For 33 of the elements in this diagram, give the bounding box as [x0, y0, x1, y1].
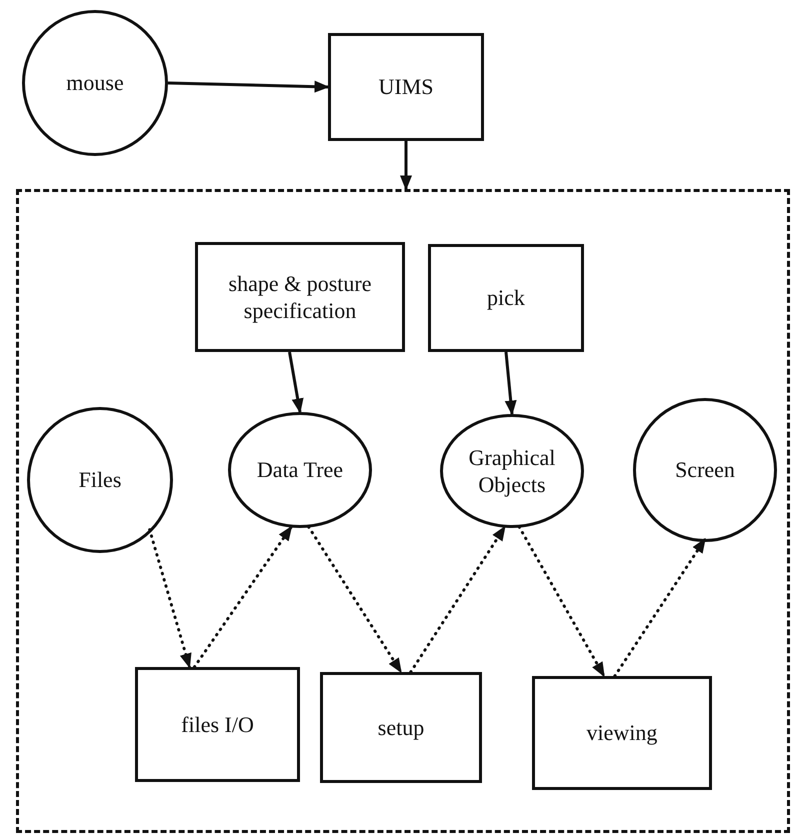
dotted-arrow [192, 525, 293, 668]
process-box [320, 672, 482, 783]
circle-node [27, 407, 173, 553]
node-label: setup [376, 714, 426, 742]
dotted-arrow [307, 525, 402, 674]
node-label: Graphical Objects [468, 444, 556, 498]
circle-node [440, 414, 584, 528]
dotted-arrow [409, 525, 506, 674]
circle-node [633, 398, 777, 542]
dotted-arrow [613, 538, 706, 678]
node-label: pick [486, 284, 526, 312]
node-label: files I/O [180, 710, 255, 738]
process-box [428, 244, 584, 352]
node-label: Files [78, 466, 122, 494]
circle-node [22, 10, 168, 156]
node-label: mouse [65, 69, 125, 97]
dotted-arrow [148, 528, 192, 668]
arrow [288, 352, 304, 414]
arrow [400, 141, 412, 190]
circle-node [228, 412, 372, 528]
node-label: shape & posture specification [228, 270, 372, 324]
process-box [328, 33, 484, 141]
arrow [168, 80, 330, 93]
dashed-boundary [16, 189, 790, 833]
dotted-arrow [518, 525, 606, 678]
arrow [504, 352, 517, 416]
node-label: Data Tree [256, 456, 344, 484]
node-label: Screen [674, 456, 736, 484]
process-box [135, 667, 300, 782]
process-box [532, 676, 712, 790]
node-label: UIMS [377, 73, 434, 101]
process-box [195, 242, 405, 352]
node-label: viewing [586, 719, 658, 747]
